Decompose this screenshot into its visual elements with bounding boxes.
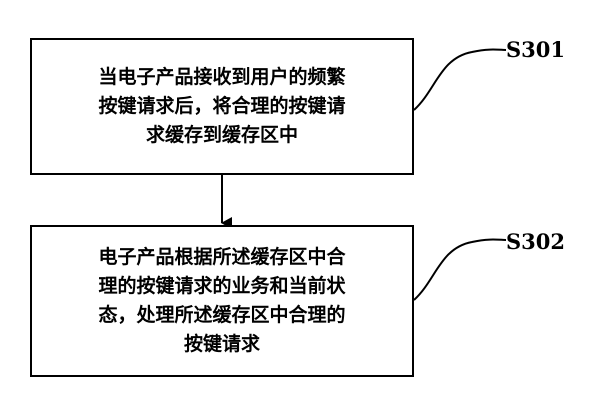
step-text: 电子产品根据所述缓存区中合 理的按键请求的业务和当前状 态，处理所述缓存区中合理… xyxy=(98,243,345,359)
step-line: 理的按键请求的业务和当前状 xyxy=(98,275,346,297)
step-line: 当电子产品接收到用户的频繁 xyxy=(98,66,346,88)
step-box-s302: 电子产品根据所述缓存区中合 理的按键请求的业务和当前状 态，处理所述缓存区中合理… xyxy=(30,225,414,377)
step-box-s301: 当电子产品接收到用户的频繁 按键请求后，将合理的按键请 求缓存到缓存区中 xyxy=(30,38,414,175)
step-line: 态，处理所述缓存区中合理的 xyxy=(98,304,346,326)
step-id-leader-s301 xyxy=(413,48,507,111)
step-id-label: S302 xyxy=(506,229,566,254)
step-text: 当电子产品接收到用户的频繁 按键请求后，将合理的按键请 求缓存到缓存区中 xyxy=(98,63,345,150)
step-line: 电子产品根据所述缓存区中合 xyxy=(98,246,346,268)
step-id-label: S301 xyxy=(506,37,566,62)
step-line: 求缓存到缓存区中 xyxy=(145,124,298,146)
step-line: 按键请求后，将合理的按键请 xyxy=(98,95,346,117)
step-line: 按键请求 xyxy=(183,333,260,355)
step-id-leader-s302 xyxy=(413,238,507,301)
